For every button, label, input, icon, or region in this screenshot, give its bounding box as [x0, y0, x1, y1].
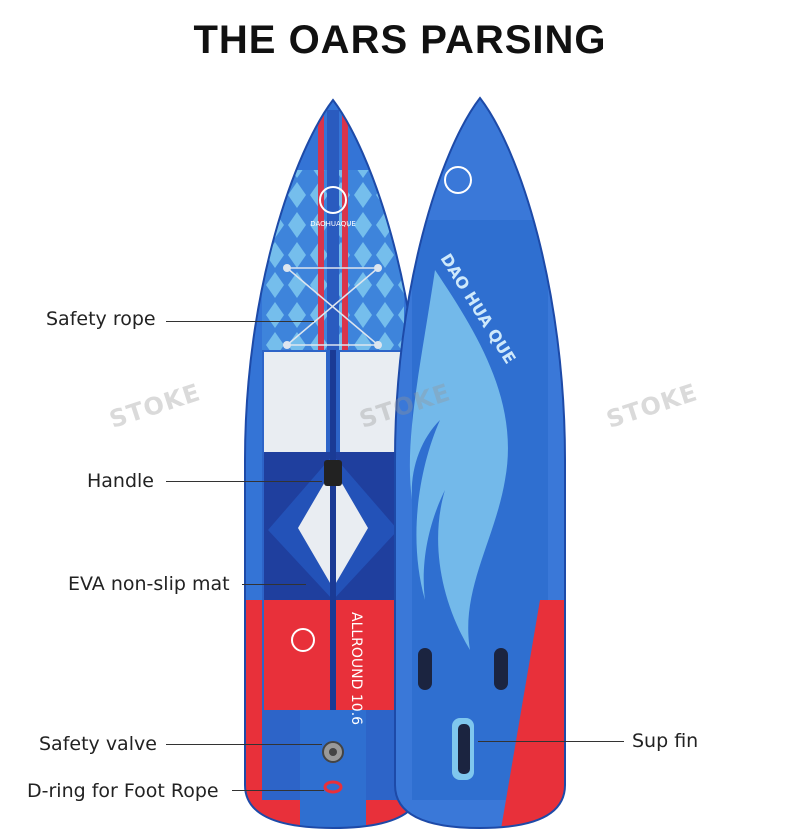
label-eva-mat: EVA non-slip mat [68, 573, 230, 595]
back-board [395, 98, 565, 828]
leader-sup-fin [478, 741, 624, 742]
leader-safety-valve [166, 744, 322, 745]
model-label: ALLROUND 10.6 [348, 612, 364, 725]
label-sup-fin: Sup fin [632, 730, 699, 752]
label-safety-rope: Safety rope [46, 308, 156, 330]
label-d-ring: D-ring for Foot Rope [27, 780, 219, 802]
leader-safety-rope [166, 321, 314, 322]
leader-eva-mat [242, 584, 306, 585]
label-handle: Handle [87, 470, 155, 492]
leader-handle [166, 481, 322, 482]
page-title: THE OARS PARSING [193, 18, 607, 62]
leader-d-ring [232, 790, 324, 791]
front-logo-text: DAOHUAQUE [310, 220, 356, 228]
label-safety-valve: Safety valve [39, 733, 157, 755]
